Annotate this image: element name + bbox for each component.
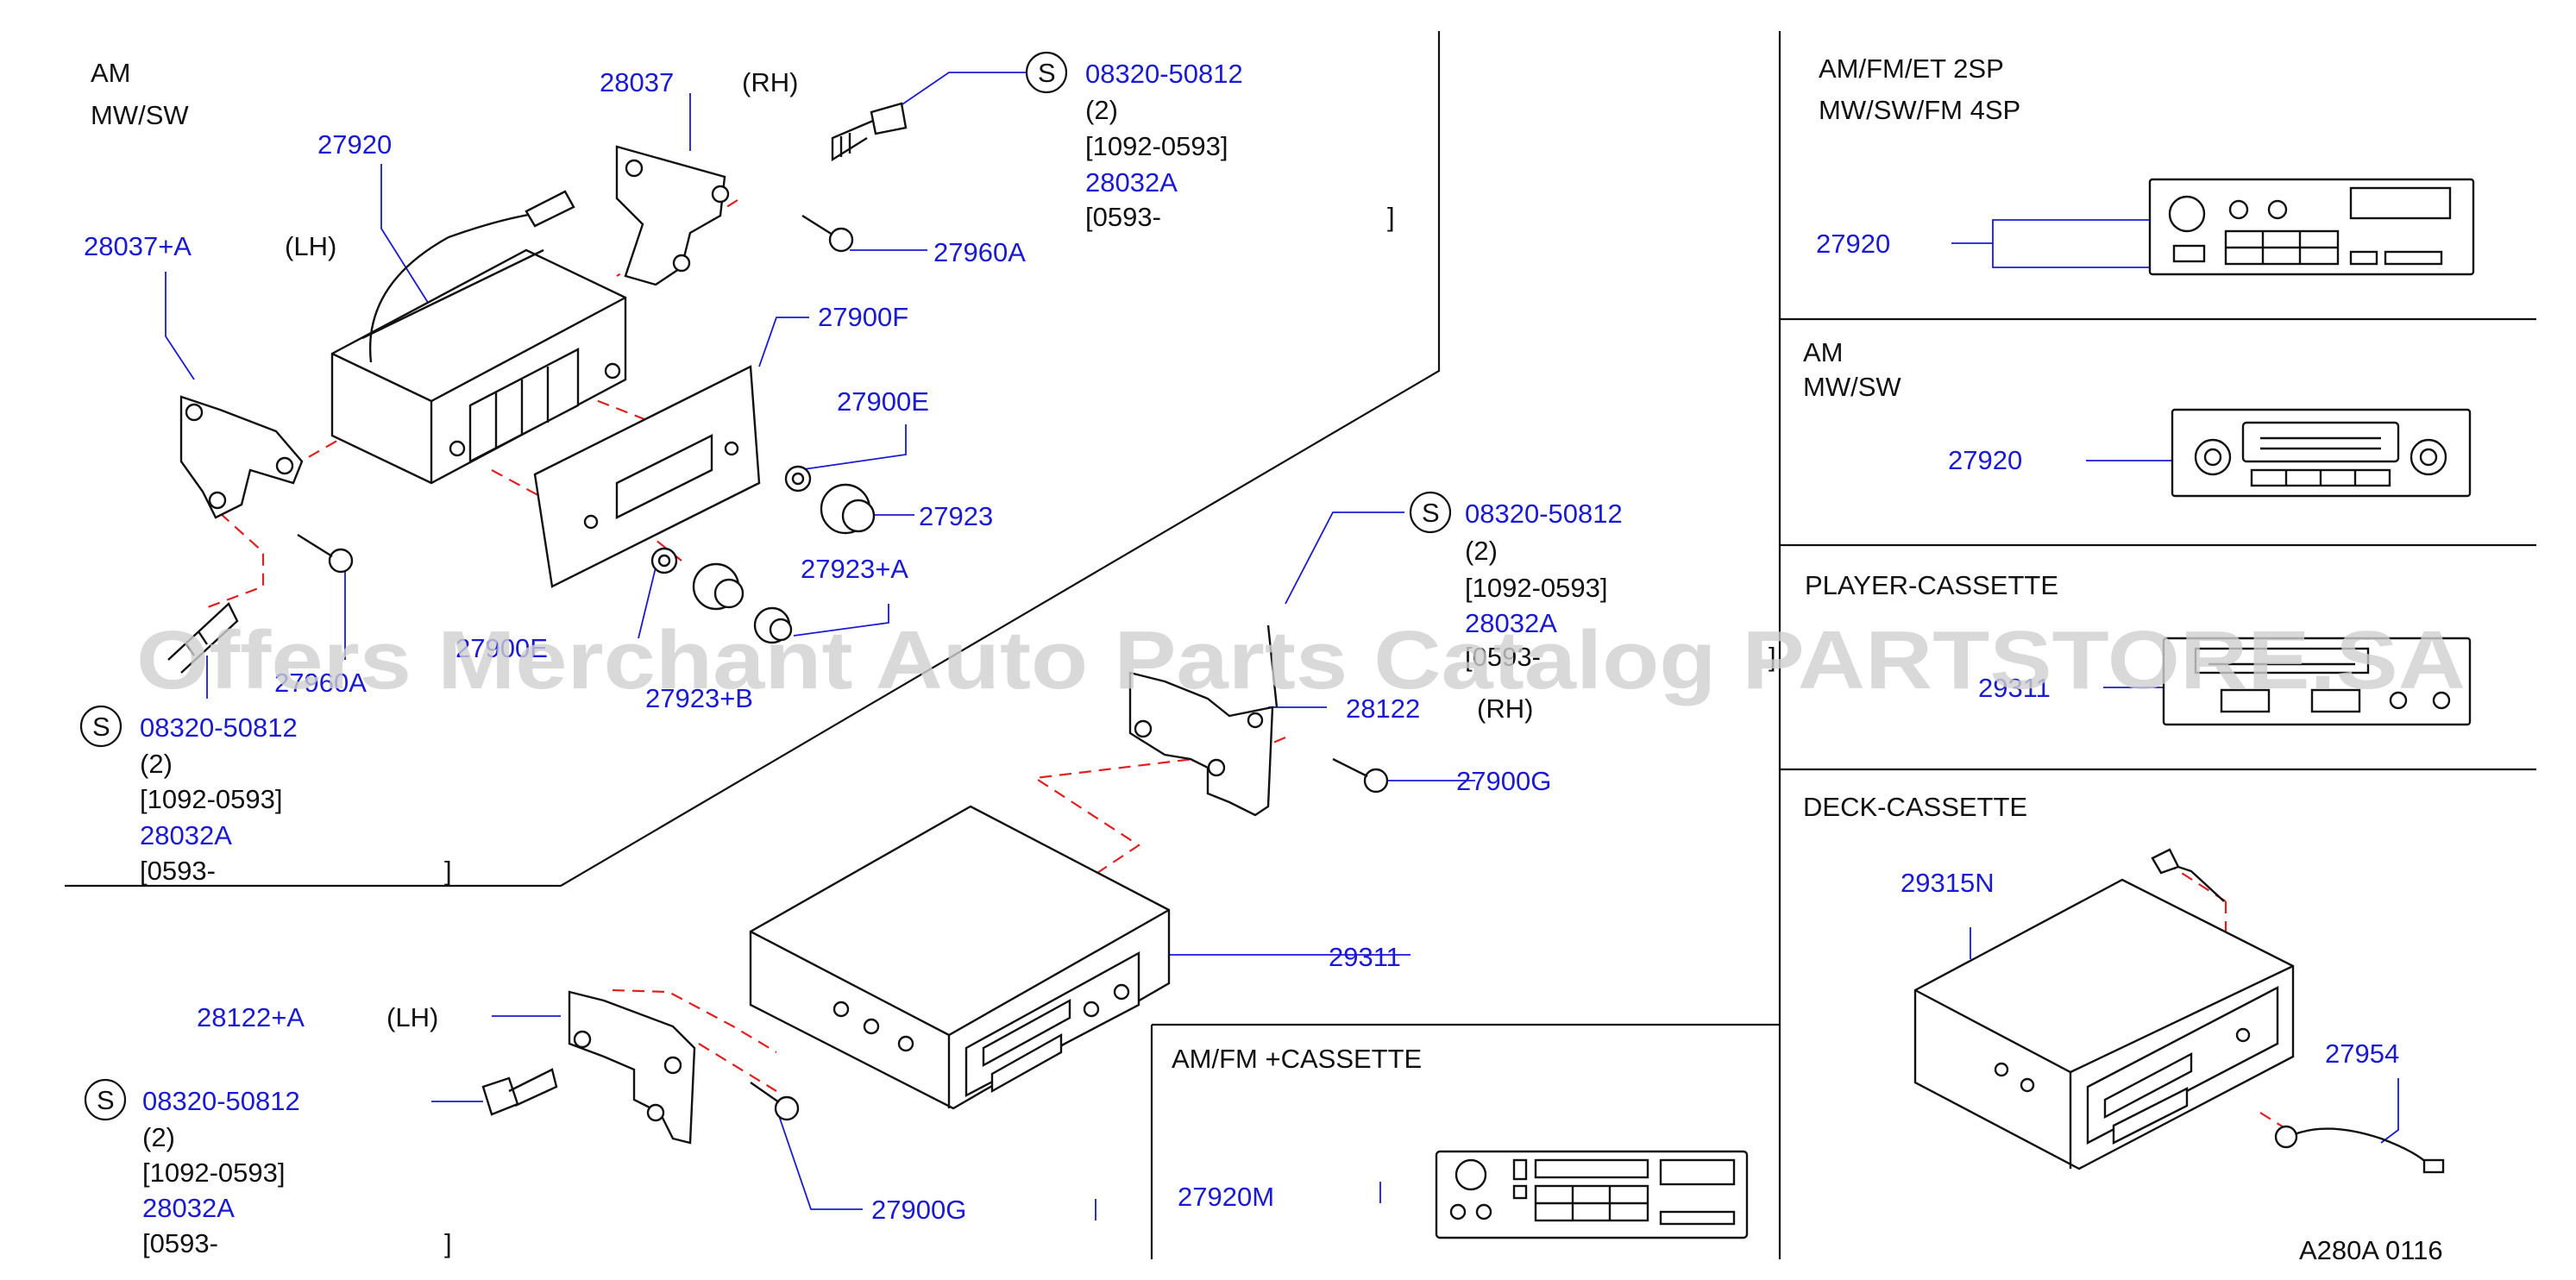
part-08320-label-1[interactable]: 08320-50812 xyxy=(1085,59,1243,89)
panel2-radio-front xyxy=(2171,408,2472,498)
part-27900e-label[interactable]: 27900E xyxy=(837,386,929,417)
labels: AM MW/SW 28037 (RH) S 08320-50812 (2) [1… xyxy=(84,53,2443,1265)
knob-nut-27900e-drawing xyxy=(650,465,812,574)
panel3-cassette-player-front xyxy=(2162,637,2472,726)
bracket-label-1: ] xyxy=(1387,202,1395,232)
qty-label-4: (2) xyxy=(142,1122,175,1152)
s-circle-1 xyxy=(1025,51,1068,94)
amfm-cassette-title: AM/FM +CASSETTE xyxy=(1172,1044,1422,1074)
s-symbol-2: S xyxy=(92,712,110,742)
date-label-3: [1092-0593] xyxy=(1465,573,1607,603)
panel4-title: DECK-CASSETTE xyxy=(1803,792,2027,822)
watermark-text: Offers Merchant Auto Parts Catalog PARTS… xyxy=(136,614,2466,706)
part-27960a-label-2[interactable]: 27960A xyxy=(274,668,367,698)
lh-label-2: (LH) xyxy=(386,1002,438,1032)
part-08320-label-4[interactable]: 08320-50812 xyxy=(142,1086,300,1116)
part-27900f-label[interactable]: 27900F xyxy=(818,302,908,332)
section-title-mwsw: MW/SW xyxy=(91,100,189,130)
part-27923a-label[interactable]: 27923+A xyxy=(801,554,908,584)
panel4-part-label-2[interactable]: 27954 xyxy=(2325,1038,2399,1069)
rh-label-1: (RH) xyxy=(742,67,798,97)
part-27920-label[interactable]: 27920 xyxy=(317,129,392,160)
part-28122-label[interactable]: 28122 xyxy=(1346,693,1420,724)
rh-label-2: (RH) xyxy=(1477,693,1533,724)
part-27923-label[interactable]: 27923 xyxy=(919,501,993,531)
panel1-part-label[interactable]: 27920 xyxy=(1816,229,1890,259)
s-symbol-1: S xyxy=(1038,58,1056,88)
amfm-cassette-front-panel xyxy=(1435,1150,1749,1239)
s-circle-2 xyxy=(79,705,123,748)
panel4-cassette-deck-drawing xyxy=(1913,848,2445,1174)
bracket-label-3: ] xyxy=(1769,642,1776,672)
qty-label-3: (2) xyxy=(1465,536,1498,566)
leader-lines xyxy=(165,72,2399,1220)
part-27920m-label[interactable]: 27920M xyxy=(1178,1182,1274,1212)
panel3-part-label[interactable]: 29311 xyxy=(1978,673,2051,703)
s-circle-3 xyxy=(1409,491,1452,534)
bracket-28037-rh-drawing xyxy=(615,145,730,286)
part-28122a-label[interactable]: 28122+A xyxy=(197,1002,305,1032)
faceplate-27900f-drawing xyxy=(533,365,761,588)
bracket-28122-lh-drawing xyxy=(568,990,696,1145)
panel3-title: PLAYER-CASSETTE xyxy=(1805,570,2058,600)
date-new-label-3: [0593- xyxy=(1465,642,1541,672)
part-28032a-label-1[interactable]: 28032A xyxy=(1085,167,1178,198)
section-title-am: AM xyxy=(91,58,131,88)
screw-08320-bottom-drawing xyxy=(481,1068,558,1116)
date-label-2: [1092-0593] xyxy=(140,784,282,814)
bracket-label-4: ] xyxy=(444,1228,452,1258)
part-28037-label[interactable]: 28037 xyxy=(600,67,674,97)
bracket-label-2: ] xyxy=(444,856,452,886)
knob-27923-drawing xyxy=(692,483,876,644)
lh-label-1: (LH) xyxy=(285,231,336,261)
panel2-part-label[interactable]: 27920 xyxy=(1948,445,2022,475)
panel1-title-1: AM/FM/ET 2SP xyxy=(1819,53,2004,84)
part-28032a-label-4[interactable]: 28032A xyxy=(142,1193,235,1223)
frame-lines xyxy=(65,31,2536,1259)
panel2-title-1: AM xyxy=(1803,337,1844,367)
screw-27960a-top-drawing xyxy=(801,214,854,253)
screw-27900g-right-drawing xyxy=(1332,757,1389,794)
part-27923b-label[interactable]: 27923+B xyxy=(645,683,753,713)
panel1-title-2: MW/SW/FM 4SP xyxy=(1819,95,2020,125)
cassette-29311-drawing xyxy=(749,805,1171,1110)
part-28032a-label-3[interactable]: 28032A xyxy=(1465,608,1557,638)
date-new-label-1: [0593- xyxy=(1085,202,1161,232)
screw-27960a-bottom-drawing xyxy=(297,533,354,574)
diagram-code: A280A 0116 xyxy=(2299,1235,2443,1265)
part-27960a-label-1[interactable]: 27960A xyxy=(933,237,1026,267)
radio-27920-drawing xyxy=(330,190,627,485)
bracket-28037-lh-drawing xyxy=(179,395,304,519)
part-27900e-label-2[interactable]: 27900E xyxy=(456,633,548,663)
s-symbol-4: S xyxy=(97,1085,115,1115)
panel1-radio-front xyxy=(2148,178,2475,276)
s-circle-4 xyxy=(84,1078,127,1121)
date-label-4: [1092-0593] xyxy=(142,1158,285,1188)
date-label-1: [1092-0593] xyxy=(1085,131,1228,161)
screw-08320-top-drawing xyxy=(831,102,908,162)
qty-label-1: (2) xyxy=(1085,95,1118,125)
part-28032a-label-2[interactable]: 28032A xyxy=(140,820,232,850)
date-new-label-2: [0593- xyxy=(140,856,216,886)
qty-label-2: (2) xyxy=(140,749,173,779)
standard-part-symbols xyxy=(79,51,1452,1121)
part-27900g-label-2[interactable]: 27900G xyxy=(871,1195,966,1225)
part-08320-label-2[interactable]: 08320-50812 xyxy=(140,712,298,743)
s-symbol-3: S xyxy=(1422,498,1440,528)
part-27900g-label-1[interactable]: 27900G xyxy=(1456,766,1551,796)
part-28037a-label[interactable]: 28037+A xyxy=(84,231,192,261)
panel4-part-label-1[interactable]: 29315N xyxy=(1901,868,1995,898)
part-29311-label[interactable]: 29311 xyxy=(1329,942,1401,972)
bracket-28122-rh-drawing xyxy=(1128,624,1279,817)
part-08320-label-3[interactable]: 08320-50812 xyxy=(1465,499,1623,529)
screw-27900g-bottom-drawing xyxy=(750,1082,800,1121)
screw-08320-left-drawing xyxy=(167,602,239,674)
panel2-title-2: MW/SW xyxy=(1803,372,1901,402)
date-new-label-4: [0593- xyxy=(142,1228,218,1258)
